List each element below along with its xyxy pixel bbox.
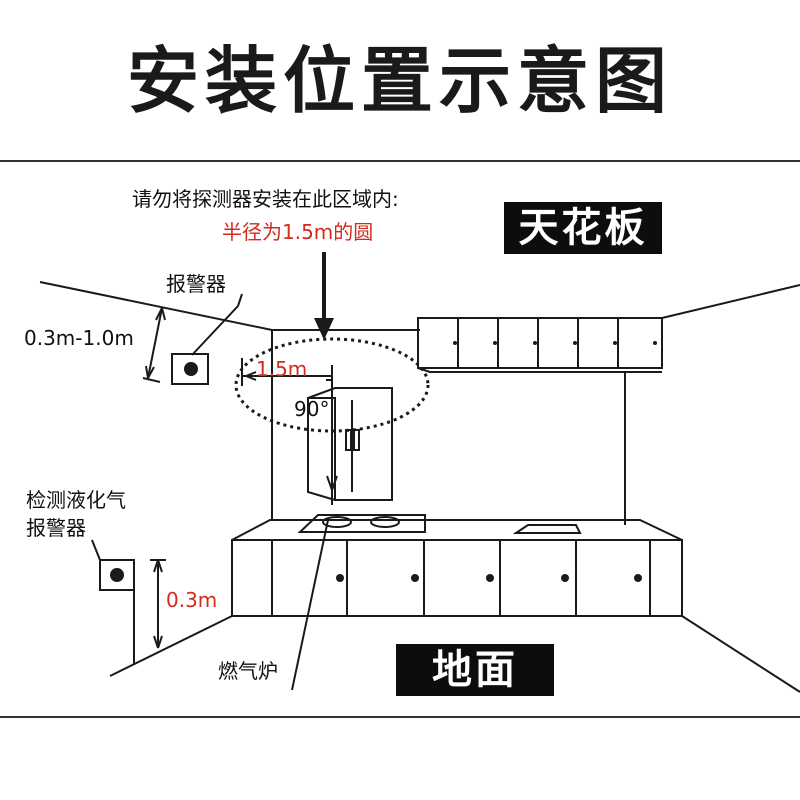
notice-arrow-shaft <box>322 252 326 324</box>
ceiling-tag: 天花板 <box>504 202 662 254</box>
base-cabinets <box>231 539 683 617</box>
ceiling-line-right <box>661 284 800 319</box>
exclusion-zone <box>234 337 430 433</box>
alarm-top-label: 报警器 <box>166 272 226 296</box>
height-bottom-label: 0.3m <box>166 588 218 612</box>
ceiling-line-left <box>39 281 273 331</box>
stove-body <box>297 514 426 533</box>
lpg-alarm-label-1: 检测液化气 <box>26 488 126 512</box>
panel-top-border <box>0 160 800 162</box>
stove-leader <box>291 519 329 691</box>
dim-bottom-arrow <box>150 559 166 648</box>
page-title: 安装位置示意图 <box>126 39 673 123</box>
notice-line-1: 请勿将探测器安装在此区域内: <box>132 187 399 211</box>
floor-tag: 地面 <box>396 644 554 696</box>
notice-arrow-head <box>314 318 334 340</box>
lpg-alarm-label-2: 报警器 <box>26 516 86 540</box>
radius-label: 1.5m <box>256 357 308 381</box>
lpg-alarm-box <box>99 559 135 591</box>
angle-label: 90° <box>294 397 330 421</box>
wall-cabinet <box>417 317 663 369</box>
lpg-alarm-leader <box>91 539 101 561</box>
sink <box>512 524 582 534</box>
stove-label: 燃气炉 <box>218 659 278 683</box>
height-top-label: 0.3m-1.0m <box>24 326 134 350</box>
countertop <box>231 519 683 541</box>
dim-top-arrow <box>142 307 163 383</box>
range-hood <box>307 387 393 501</box>
alarm-top-leader <box>191 293 243 356</box>
floor-line-right <box>681 615 800 693</box>
notice-line-2: 半径为1.5m的圆 <box>222 220 374 244</box>
floor-line-left <box>109 615 233 677</box>
panel-bottom-border <box>0 716 800 718</box>
alarm-top-box <box>171 353 209 385</box>
